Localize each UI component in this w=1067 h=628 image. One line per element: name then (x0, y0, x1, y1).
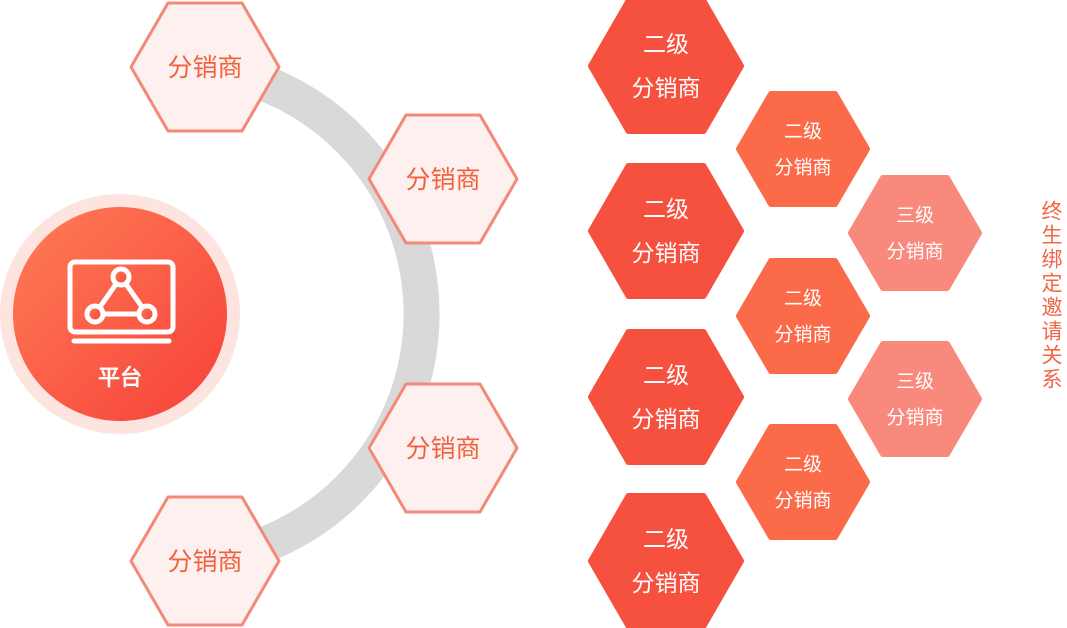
level2-line2: 分销商 (774, 157, 831, 179)
level2-line1: 二级 (643, 197, 689, 223)
level2-line2: 分销商 (632, 407, 701, 433)
level3-hexagon (848, 175, 982, 291)
level3-hexagon (848, 341, 982, 457)
distributor-label: 分销商 (405, 165, 480, 194)
distributor-node-2: 分销商 (367, 113, 519, 245)
level2-line1: 二级 (643, 32, 689, 58)
level2-line1: 二级 (784, 288, 822, 310)
level2-line2: 分销商 (774, 324, 831, 346)
level2-hexagon (588, 329, 744, 465)
level2-hexagon (588, 163, 744, 299)
connection-arc (202, 50, 440, 578)
platform-label: 平台 (98, 365, 142, 391)
level2-hexagon (588, 493, 744, 628)
distributor-hexagon (367, 382, 519, 514)
level2-hexagon (736, 91, 870, 207)
level3-line1: 三级 (896, 371, 934, 393)
level2-line2: 分销商 (632, 76, 701, 102)
level2-line1: 二级 (784, 121, 822, 143)
level3-line2: 分销商 (886, 407, 943, 429)
distributor-label: 分销商 (405, 434, 480, 463)
distributor-label: 分销商 (167, 53, 242, 82)
distributor-node-4: 分销商 (129, 495, 281, 627)
distributor-hexagon (129, 1, 281, 133)
level2-hexagon (736, 258, 870, 374)
network-monitor-icon (67, 259, 176, 344)
platform-node: 平台 (0, 194, 240, 434)
level2-hexagon (588, 0, 744, 134)
distributor-node-1: 分销商 (129, 1, 281, 133)
level3-line2: 分销商 (886, 241, 943, 263)
level2-line2: 分销商 (774, 490, 831, 512)
level2-line2: 分销商 (632, 571, 701, 597)
level2-line1: 二级 (784, 454, 822, 476)
distributor-hexagon (367, 113, 519, 245)
level2-line1: 二级 (643, 363, 689, 389)
level2-line1: 二级 (643, 527, 689, 553)
level3-line1: 三级 (896, 205, 934, 227)
distributor-node-3: 分销商 (367, 382, 519, 514)
distributor-hexagon (129, 495, 281, 627)
distributor-label: 分销商 (167, 547, 242, 576)
level2-line2: 分销商 (632, 241, 701, 267)
lifetime-binding-label: 终生绑定邀请关系 (1039, 200, 1063, 392)
level2-hexagon (736, 424, 870, 540)
